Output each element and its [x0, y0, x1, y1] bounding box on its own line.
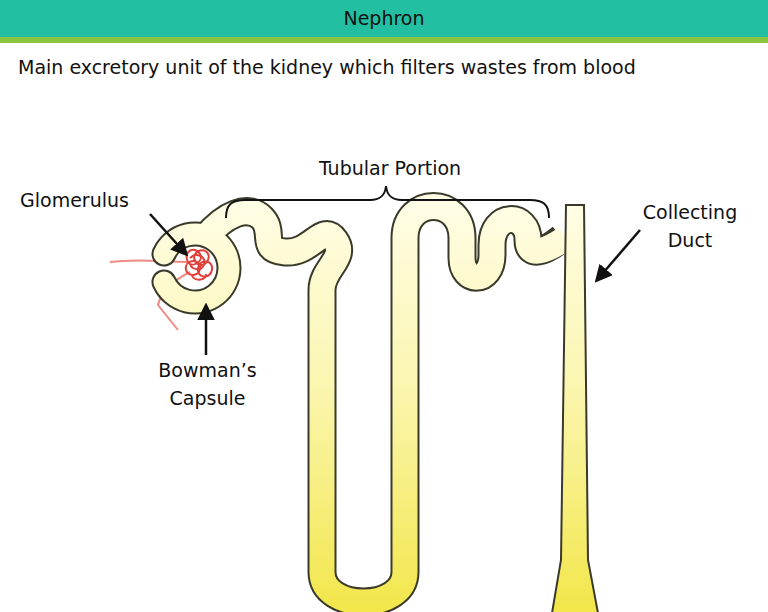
- bracket-label: Tubular Portion: [300, 154, 480, 182]
- tubular-bracket: [226, 186, 549, 218]
- collecting-duct: [552, 205, 598, 612]
- leader-arrow: [150, 214, 186, 254]
- afferent-vessel: [110, 260, 188, 262]
- part-label: Bowman’s Capsule: [150, 356, 265, 412]
- leader-arrow: [205, 306, 208, 355]
- header-rule: [0, 37, 768, 43]
- header-band: [0, 0, 768, 37]
- renal-tubule: [205, 207, 566, 603]
- part-label: Collecting Duct: [630, 198, 750, 254]
- bowmans-capsule: [164, 234, 229, 302]
- page-title: Nephron: [0, 0, 768, 37]
- caption-text: Main excretory unit of the kidney which …: [18, 52, 738, 82]
- capsule-outline: [164, 234, 229, 302]
- leader-arrow: [597, 230, 640, 280]
- tubule-outline: [205, 207, 562, 603]
- glomerulus-capillaries: [186, 250, 212, 280]
- part-label: Glomerulus: [20, 186, 160, 214]
